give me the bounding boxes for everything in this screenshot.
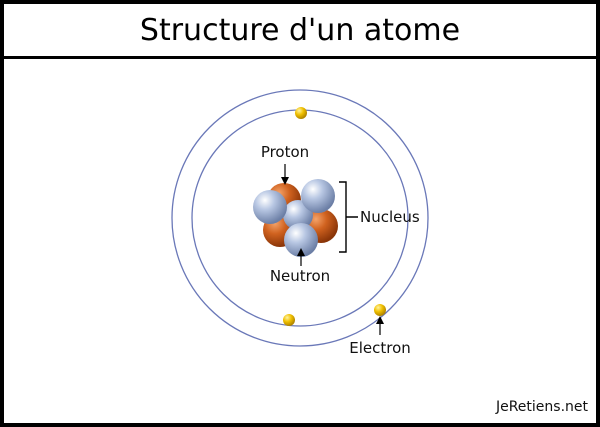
neutron-particle xyxy=(284,223,318,257)
nucleus-bracket xyxy=(339,181,358,253)
title-bar: Structure d'un atome xyxy=(4,4,596,59)
neutron-arrowhead xyxy=(297,248,305,256)
proton-label: Proton xyxy=(261,143,309,161)
neutron-label: Neutron xyxy=(270,267,330,285)
outer-orbit xyxy=(171,89,429,347)
neutron-particle xyxy=(301,179,335,213)
proton-arrowhead xyxy=(281,177,289,185)
neutron-particle xyxy=(253,190,287,224)
page-title: Structure d'un atome xyxy=(139,12,461,48)
atom-diagram: Proton Neutron Nucleus Electron xyxy=(171,89,429,357)
electron-top xyxy=(295,107,307,119)
electron-arrowhead xyxy=(376,316,384,324)
electron-bottom xyxy=(283,314,295,326)
site-watermark: JeRetiens.net xyxy=(495,399,588,415)
nucleus xyxy=(253,179,338,257)
electron-right xyxy=(374,304,386,316)
electron-label: Electron xyxy=(349,339,411,357)
nucleus-label: Nucleus xyxy=(360,208,420,226)
